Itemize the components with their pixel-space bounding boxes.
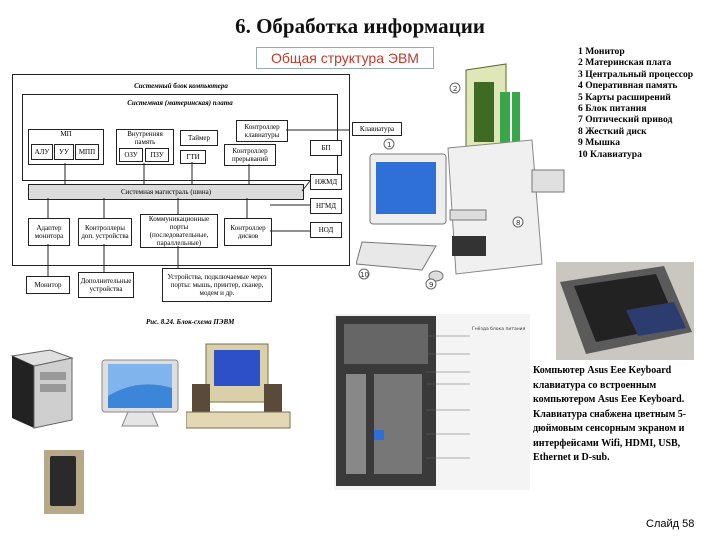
motherboard-label: Системная (материнская) плата — [127, 99, 233, 107]
comm-ports-box: Коммуникационные порты (последовательные… — [140, 214, 218, 248]
disk-controller-label: Контроллер дисков — [230, 223, 266, 240]
monitor-adapter-label: Адаптер монитора — [34, 223, 64, 240]
monitor-box: Монитор — [26, 276, 70, 294]
comm-ports-label: Коммуникационные порты (последовательные… — [148, 214, 210, 248]
bp-label: БП — [321, 143, 331, 152]
timer-label: Таймер — [188, 133, 210, 142]
pc-number-1: 1 — [387, 141, 391, 149]
ext-controllers-label: Контроллеры доп. устройства — [81, 223, 129, 240]
extra-devices-box: Дополнительные устройства — [78, 272, 134, 298]
keyboard-label: Клавиатура — [359, 124, 395, 133]
pc-number-8: 8 — [516, 219, 520, 227]
list-item: 4 Оперативная память — [578, 80, 678, 92]
slide-number: Слайд 58 — [646, 518, 695, 530]
pzu-box: ПЗУ — [145, 148, 169, 162]
mpp-label: МПП — [78, 147, 96, 156]
list-item: 5 Карты расширений — [578, 91, 671, 103]
system-unit-label: Системный блок компьютера — [134, 82, 228, 90]
block-diagram: Системный блок компьютера Системная (мат… — [12, 74, 402, 332]
list-item: 1 Монитор — [578, 46, 625, 57]
list-item: 6 Блок питания — [578, 103, 647, 115]
extra-devices-label: Дополнительные устройства — [80, 276, 132, 293]
laptop-photo — [556, 262, 694, 360]
pc-components-illustration: 2 1 8 9 10 — [356, 63, 565, 290]
list-item: 9 Мышка — [578, 137, 621, 149]
system-bus-label: Системная магистраль (шина) — [120, 187, 212, 196]
list-item: 3 Центральный процессор — [578, 68, 694, 80]
kb-controller-box: Контроллер клавиатуры — [236, 120, 288, 142]
mpp-box: МПП — [75, 144, 99, 160]
gti-label: ГТИ — [186, 152, 200, 161]
keyboard-box: Клавиатура — [352, 122, 402, 136]
ozu-label: ОЗУ — [124, 150, 138, 159]
list-item: 2 Материнская плата — [578, 57, 672, 69]
list-item: 7 Оптический привод — [578, 114, 673, 126]
diagram-caption: Рис. 8.24. Блок-схема ПЭВМ — [146, 318, 235, 326]
pc-number-2: 2 — [453, 85, 457, 93]
parts-list: 1 Монитор 2 Материнская плата 3 Централь… — [578, 46, 720, 160]
small-device-photo — [44, 450, 84, 514]
monitor-label: Монитор — [34, 280, 62, 289]
alu-box: АЛУ — [31, 144, 53, 160]
subtitle: Общая структура ЭВМ — [256, 47, 434, 69]
interrupt-controller-box: Контроллер прерываний — [224, 144, 276, 166]
nod-label: НОД — [318, 225, 334, 234]
flat-monitor-photo — [101, 359, 179, 427]
pc-number-9: 9 — [429, 281, 433, 289]
page-title: 6. Обработка информации — [235, 14, 485, 38]
back-panel-photo: Гнёзда блока питания — [334, 314, 530, 490]
ngmd-box: НГМД — [310, 198, 342, 214]
device-description: Компьютер Asus Eee Keyboard клавиатура с… — [533, 365, 687, 463]
alu-label: АЛУ — [34, 147, 50, 156]
internal-memory-label: Внутренняя память — [127, 130, 163, 147]
nzhmd-box: НЖМД — [310, 174, 342, 190]
kb-controller-label: Контроллер клавиатуры — [244, 122, 280, 139]
ext-controllers-box: Контроллеры доп. устройства — [78, 218, 132, 246]
port-devices-box: Устройства, подключаемые через порты: мы… — [162, 268, 272, 302]
ngmd-label: НГМД — [315, 201, 336, 210]
uu-label: УУ — [59, 147, 69, 156]
back-panel-label-psu: Гнёзда блока питания — [472, 326, 526, 332]
system-bus-box: Системная магистраль (шина) — [28, 184, 304, 200]
pc-number-10: 10 — [360, 271, 369, 279]
pzu-label: ПЗУ — [150, 150, 164, 159]
gti-box: ГТИ — [180, 150, 206, 164]
interrupt-controller-label: Контроллер прерываний — [231, 146, 269, 163]
tower-computer-photo — [10, 349, 74, 429]
ozu-box: ОЗУ — [119, 148, 143, 162]
list-item: 8 Жесткий диск — [578, 125, 647, 137]
mp-label: МП — [60, 130, 72, 138]
crt-computer-photo — [186, 343, 291, 429]
timer-box: Таймер — [180, 130, 218, 146]
port-devices-label: Устройства, подключаемые через порты: мы… — [167, 272, 267, 298]
list-item: 10 Клавиатура — [578, 148, 642, 160]
uu-box: УУ — [54, 144, 74, 160]
bp-box: БП — [310, 140, 342, 156]
nzhmd-label: НЖМД — [314, 177, 338, 186]
nod-box: НОД — [310, 222, 342, 238]
disk-controller-box: Контроллер дисков — [224, 218, 272, 246]
monitor-adapter-box: Адаптер монитора — [28, 218, 70, 246]
